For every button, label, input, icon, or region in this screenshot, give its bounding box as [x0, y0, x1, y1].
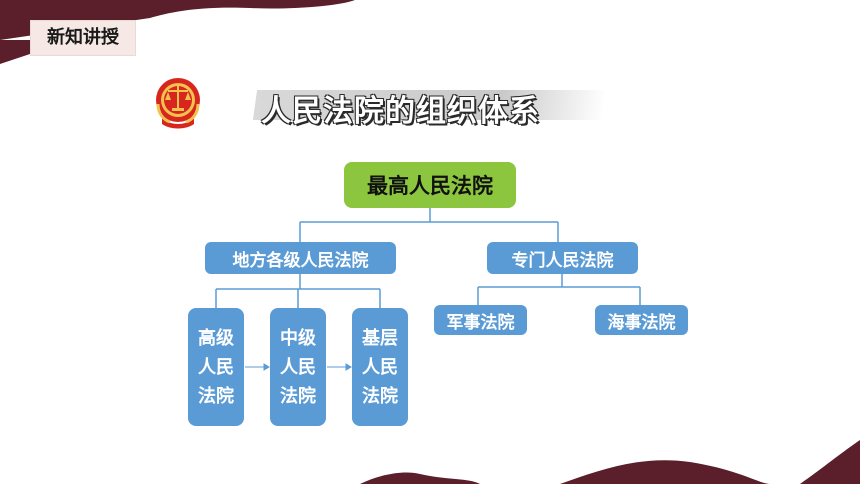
node-line: 人民 — [362, 356, 398, 378]
top-left-wave — [0, 0, 355, 40]
node-line: 法院 — [362, 385, 398, 407]
top-left-band — [0, 40, 30, 64]
node-line: 人民 — [198, 356, 234, 378]
node-higher-court: 高级 人民 法院 — [188, 308, 244, 426]
section-tag: 新知讲授 — [30, 20, 136, 56]
node-line: 法院 — [198, 385, 234, 407]
node-line: 中级 — [280, 327, 316, 349]
node-line: 高级 — [198, 327, 234, 349]
node-maritime-court: 海事法院 — [595, 305, 688, 335]
node-line: 人民 — [280, 356, 316, 378]
bottom-center-hill — [360, 472, 480, 484]
bottom-center-hill-2 — [560, 460, 770, 484]
node-line: 法院 — [280, 385, 316, 407]
node-local-courts: 地方各级人民法院 — [205, 242, 396, 274]
page-title: 人民法院的组织体系 — [261, 94, 540, 129]
bottom-right-corner — [800, 440, 860, 484]
node-military-court: 军事法院 — [434, 305, 527, 335]
node-intermediate-court: 中级 人民 法院 — [270, 308, 326, 426]
node-basic-court: 基层 人民 法院 — [352, 308, 408, 426]
node-line: 基层 — [362, 327, 398, 349]
node-special-courts: 专门人民法院 — [487, 242, 638, 274]
node-supreme-court: 最高人民法院 — [344, 162, 516, 208]
court-emblem-icon — [156, 78, 200, 129]
title-banner: 人民法院的组织体系 — [252, 86, 615, 129]
